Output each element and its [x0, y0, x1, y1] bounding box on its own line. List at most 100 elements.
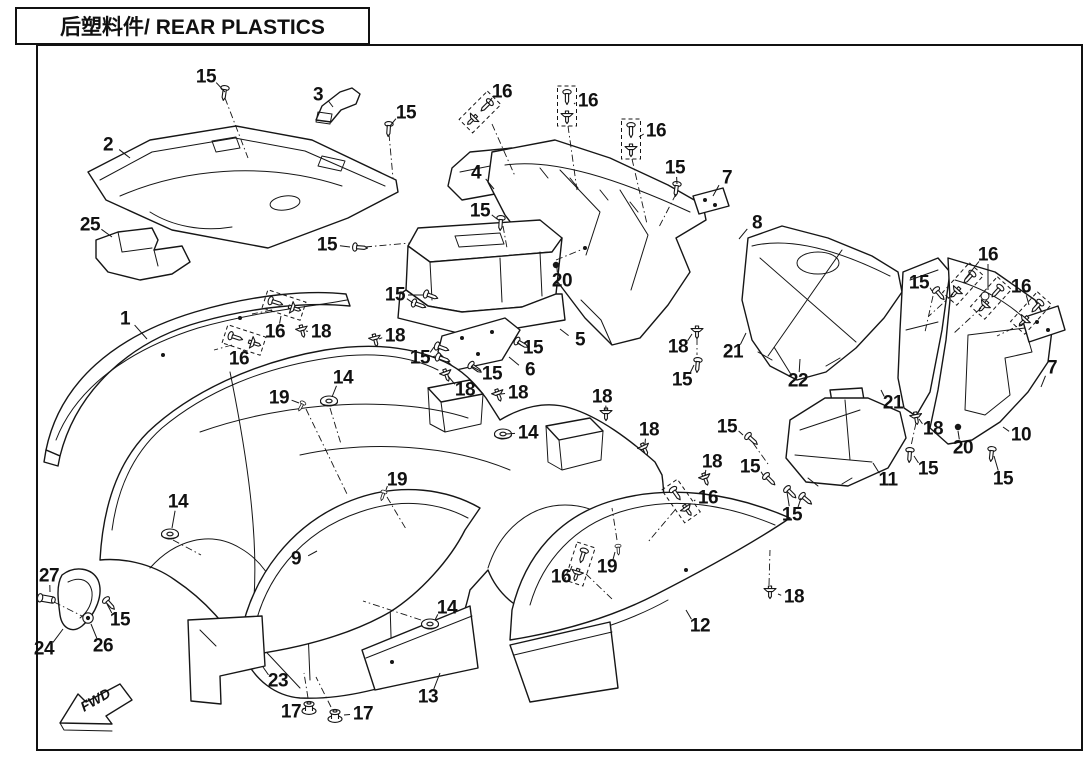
leader-line [738, 430, 744, 436]
callout-15-10: 15 [470, 201, 491, 222]
leader-line [1002, 426, 1010, 432]
callout-16-4: 16 [492, 82, 512, 103]
nut-icon [82, 612, 94, 624]
callout-12-58: 12 [690, 616, 710, 637]
callout-21-40: 21 [883, 393, 904, 414]
callout-19-57: 19 [597, 557, 617, 578]
callout-13-59: 13 [418, 687, 438, 708]
leader-line [872, 462, 880, 474]
leader-line [406, 298, 414, 304]
callout-15-68: 15 [782, 505, 803, 526]
screw-kit-icon [622, 119, 641, 159]
leader-line [1040, 375, 1046, 388]
callout-18-20: 18 [311, 322, 331, 343]
callout-10-43: 10 [1011, 425, 1031, 446]
callout-19-52: 19 [387, 470, 407, 491]
callout-16-51: 16 [698, 488, 718, 509]
leader-line [52, 628, 64, 643]
callout-18-31: 18 [455, 380, 475, 401]
leader-line [786, 491, 790, 507]
callout-16-19: 16 [265, 322, 285, 343]
callout-18-34: 18 [592, 387, 612, 408]
leader-line [638, 133, 645, 138]
clip-icon [690, 325, 704, 340]
leader-line [434, 614, 439, 621]
clip-icon [763, 585, 777, 600]
leader-line [573, 102, 576, 105]
callout-18-32: 18 [508, 383, 528, 404]
callout-14-33: 14 [518, 423, 539, 444]
leader-line [1025, 295, 1030, 306]
screw-icon [351, 242, 369, 253]
leader-line [880, 389, 885, 397]
callout-15-45: 15 [918, 459, 939, 480]
part-8-side-panel [741, 225, 903, 381]
part-1-side-rail [43, 291, 351, 467]
clip-icon [490, 386, 507, 404]
callout-22-39: 22 [788, 371, 808, 392]
part-3-hook-bracket [315, 87, 361, 125]
callout-20-14: 20 [552, 271, 572, 292]
leader-line [559, 328, 569, 337]
leader-line [487, 97, 493, 105]
part-25-foam-pad [95, 227, 191, 281]
callout-11-47: 11 [878, 470, 898, 491]
leader-line [712, 184, 720, 197]
leader-line [470, 365, 481, 372]
callout-15-8: 15 [665, 158, 686, 179]
rivet-dot-icon [954, 423, 962, 431]
callout-15-2: 15 [396, 103, 417, 124]
callout-3-1: 3 [313, 85, 323, 106]
callout-15-37: 15 [672, 370, 693, 391]
callout-6-26: 6 [525, 360, 535, 381]
callout-27-63: 27 [39, 566, 59, 587]
leader-line [171, 510, 176, 529]
screw-icon [692, 356, 703, 374]
screw-kit-icon [558, 86, 577, 126]
callout-15-30: 15 [523, 338, 544, 359]
leader-line [569, 565, 573, 571]
callout-26-65: 26 [93, 636, 113, 657]
screw-icon [904, 446, 915, 464]
leader-line [760, 471, 764, 476]
part-23-mud-sheet [187, 615, 266, 705]
leader-line [993, 455, 999, 471]
leader-line [777, 593, 782, 596]
title-box: 后塑料件/ REAR PLASTICS [15, 7, 370, 45]
leader-line [433, 672, 441, 690]
leader-line [134, 324, 148, 340]
leader-line [739, 332, 747, 345]
callout-15-49: 15 [717, 417, 738, 438]
callout-15-48: 15 [740, 457, 761, 478]
callout-14-55: 14 [437, 598, 458, 619]
part-2-top-cover [87, 125, 399, 249]
diagram-frame [36, 44, 1083, 751]
leader-line [343, 713, 351, 716]
push-pin-icon [327, 708, 343, 723]
callout-8-11: 8 [752, 213, 762, 234]
fastener-axes [53, 97, 1027, 708]
leader-line [491, 214, 498, 220]
leader-line [331, 385, 337, 398]
part-7-plate-left [692, 187, 730, 215]
leader-line [918, 418, 923, 425]
leader-line [957, 430, 960, 440]
leader-line [797, 497, 802, 508]
part-10-side-assembly [897, 257, 1053, 445]
callout-18-21: 18 [385, 326, 405, 347]
leader-line [339, 245, 351, 248]
callout-15-13: 15 [317, 235, 338, 256]
part-11-lower-cover [785, 387, 907, 487]
callout-2-3: 2 [103, 135, 113, 156]
leader-line [389, 118, 397, 127]
bolt-icon [36, 592, 57, 606]
leader-line [307, 550, 318, 557]
leader-line [693, 499, 696, 502]
grommet-icon [420, 618, 440, 630]
leader-line [689, 364, 695, 374]
leader-line [516, 341, 522, 346]
leader-line [773, 346, 791, 374]
leader-line [262, 666, 269, 676]
